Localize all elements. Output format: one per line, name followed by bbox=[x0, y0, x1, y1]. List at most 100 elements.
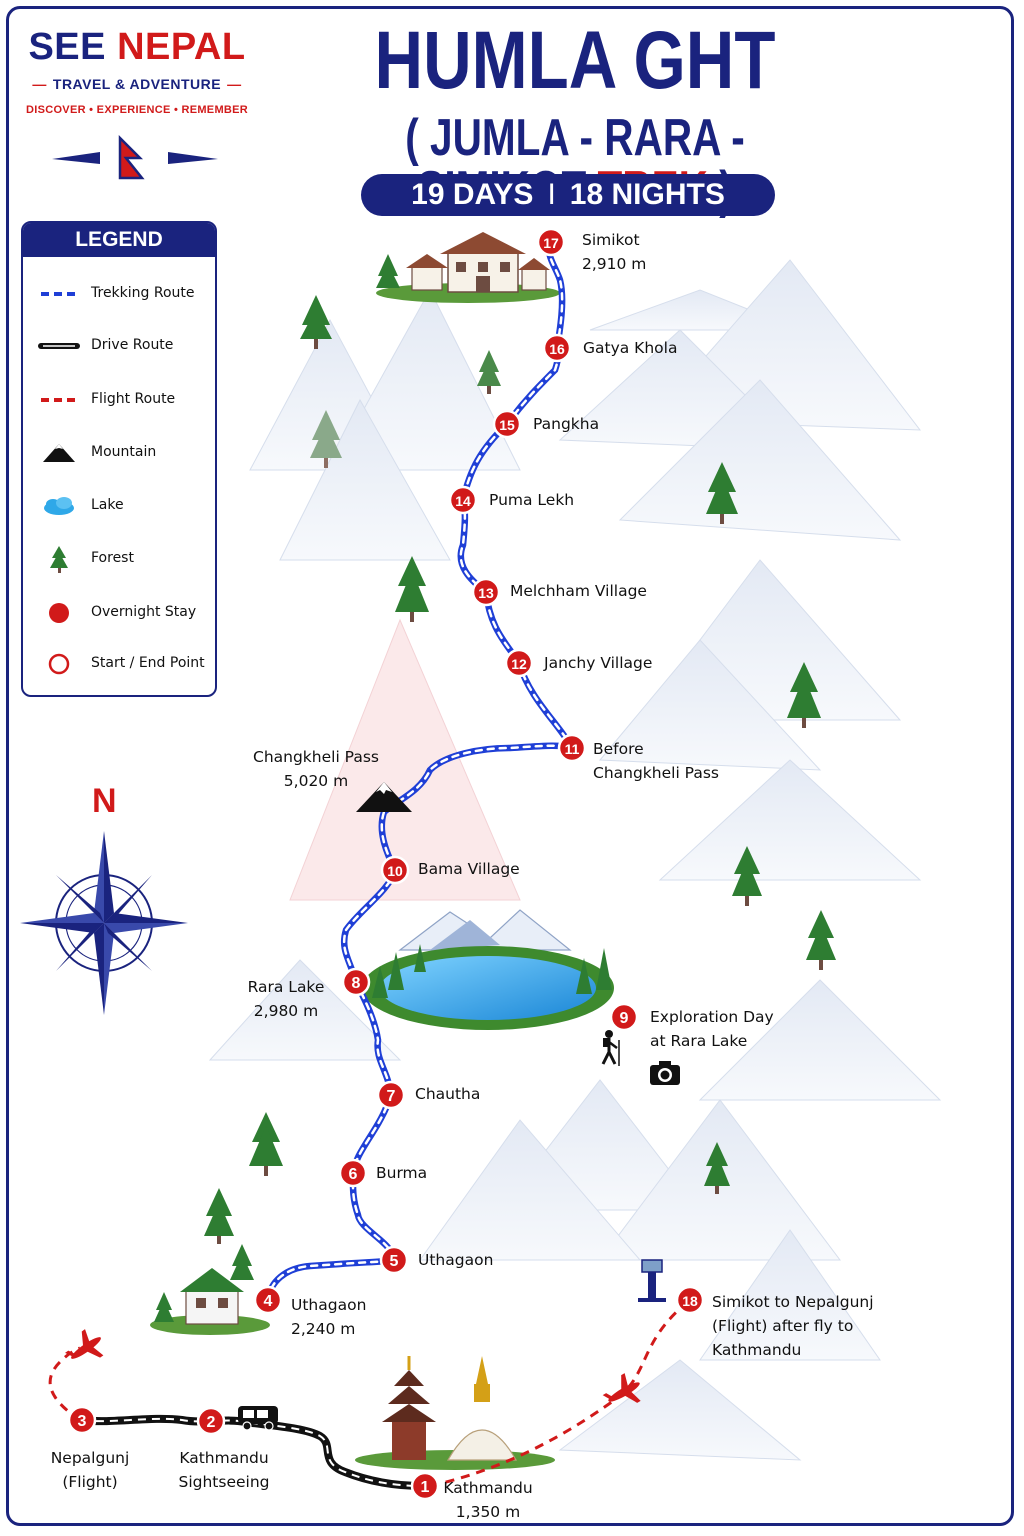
mountain-icon bbox=[43, 444, 75, 462]
lake-icon bbox=[44, 497, 74, 515]
stop-18-line3: Kathmandu bbox=[712, 1341, 802, 1360]
page-title: HUMLA GHT bbox=[374, 15, 776, 106]
duration-days: 19 DAYS bbox=[411, 178, 534, 211]
stop-marker-12[interactable]: 12 bbox=[504, 648, 534, 678]
stop-marker-3[interactable]: 3 bbox=[67, 1405, 97, 1435]
legend-item-mountain: Mountain bbox=[23, 438, 215, 468]
legend-label-forest: Forest bbox=[91, 550, 134, 566]
svg-text:11: 11 bbox=[565, 741, 580, 757]
stop-marker-13[interactable]: 13 bbox=[471, 577, 501, 607]
duration-separator: I bbox=[547, 178, 556, 211]
stop-17-altitude: 2,910 m bbox=[582, 255, 647, 274]
svg-text:1: 1 bbox=[421, 1479, 430, 1496]
stop-label-9: Exploration Day at Rara Lake bbox=[650, 1005, 774, 1053]
stop-marker-6[interactable]: 6 bbox=[338, 1158, 368, 1188]
stop-marker-15[interactable]: 15 bbox=[492, 409, 522, 439]
pass-name: Changkheli Pass bbox=[253, 748, 379, 766]
compass-rose-icon bbox=[20, 831, 188, 1015]
start-end-point-icon bbox=[48, 653, 70, 675]
pass-altitude: 5,020 m bbox=[283, 772, 349, 791]
stop-marker-4[interactable]: 4 bbox=[253, 1285, 283, 1315]
svg-text:15: 15 bbox=[499, 417, 515, 433]
stop-marker-9[interactable]: 9 bbox=[609, 1002, 639, 1032]
duration-nights: 18 NIGHTS bbox=[569, 178, 725, 211]
brand-tagline: DISCOVER • EXPERIENCE • REMEMBER bbox=[25, 104, 249, 116]
svg-text:6: 6 bbox=[349, 1166, 358, 1183]
plane-icon-2 bbox=[602, 1373, 641, 1403]
stop-marker-7[interactable]: 7 bbox=[376, 1080, 406, 1110]
svg-text:10: 10 bbox=[387, 863, 403, 879]
stop-1-altitude: 1,350 m bbox=[455, 1503, 521, 1522]
legend-item-overnight-stay: Overnight Stay bbox=[23, 598, 215, 628]
map-frame bbox=[6, 6, 1014, 1526]
stop-marker-5[interactable]: 5 bbox=[379, 1245, 409, 1275]
stop-label-5: Uthagaon bbox=[418, 1251, 494, 1269]
stop-marker-8[interactable]: 8 bbox=[341, 967, 371, 997]
pass-label: Changkheli Pass 5,020 m bbox=[250, 745, 382, 793]
svg-text:3: 3 bbox=[78, 1413, 87, 1430]
stop-markers: 1 2 3 4 5 6 7 8 9 10 11 12 13 14 15 16 1… bbox=[67, 227, 705, 1501]
stop-marker-10[interactable]: 10 bbox=[380, 855, 410, 885]
forest-icon bbox=[50, 546, 68, 573]
stop-label-13: Melchham Village bbox=[510, 582, 647, 600]
trekking-route-line-icon bbox=[41, 292, 77, 296]
stop-18-name: Simikot to Nepalgunj bbox=[712, 1293, 874, 1311]
brand-name-part2: NEPAL bbox=[117, 26, 246, 68]
stop-label-16: Gatya Khola bbox=[583, 339, 678, 357]
stop-9-line2: at Rara Lake bbox=[650, 1032, 748, 1051]
brand-name-part1: SEE bbox=[28, 26, 106, 68]
stop-4-name: Uthagaon bbox=[291, 1296, 367, 1314]
brand-subtitle-text: TRAVEL & ADVENTURE bbox=[52, 76, 222, 92]
legend-label-flight-route: Flight Route bbox=[91, 391, 176, 407]
stop-label-14: Puma Lekh bbox=[489, 491, 575, 509]
stop-1-name: Kathmandu bbox=[443, 1479, 533, 1497]
legend-item-start-end-point: Start / End Point bbox=[23, 649, 215, 679]
svg-text:2: 2 bbox=[207, 1414, 216, 1431]
stop-label-6: Burma bbox=[376, 1164, 428, 1182]
stop-marker-14[interactable]: 14 bbox=[448, 485, 478, 515]
stop-marker-18[interactable]: 18 bbox=[675, 1285, 705, 1315]
stop-label-7: Chautha bbox=[415, 1085, 481, 1103]
hiker-icon bbox=[601, 1030, 620, 1066]
flight-route-path-2 bbox=[429, 1298, 691, 1488]
legend-label-overnight-stay: Overnight Stay bbox=[91, 604, 197, 620]
legend-title: LEGEND bbox=[23, 223, 215, 257]
stop-3-name: Nepalgunj bbox=[50, 1449, 130, 1467]
legend-label-trekking-route: Trekking Route bbox=[91, 285, 195, 301]
legend-label-lake: Lake bbox=[91, 497, 124, 513]
overnight-stay-icon bbox=[49, 603, 69, 623]
legend-label-start-end-point: Start / End Point bbox=[91, 655, 205, 671]
stop-marker-17[interactable]: 17 bbox=[536, 227, 566, 257]
legend-label-mountain: Mountain bbox=[91, 444, 157, 460]
stop-marker-2[interactable]: 2 bbox=[196, 1406, 226, 1436]
stop-marker-1[interactable]: 1 bbox=[410, 1471, 440, 1501]
stop-label-12: Janchy Village bbox=[544, 654, 653, 672]
stop-9-name: Exploration Day bbox=[650, 1008, 774, 1026]
legend-item-lake: Lake bbox=[23, 491, 215, 521]
stop-marker-16[interactable]: 16 bbox=[542, 333, 572, 363]
compass-north-label: N bbox=[92, 782, 117, 820]
brand-name: SEE NEPAL bbox=[22, 28, 252, 66]
stop-11-name: Before bbox=[593, 740, 644, 758]
forest-trees bbox=[204, 295, 836, 1244]
uthagaon-village-illustration bbox=[150, 1244, 270, 1335]
stop-3-line2: (Flight) bbox=[62, 1473, 118, 1492]
svg-text:8: 8 bbox=[352, 975, 361, 992]
svg-text:9: 9 bbox=[620, 1010, 629, 1027]
simikot-village-illustration bbox=[376, 232, 560, 303]
duration-badge: 19 DAYS I 18 NIGHTS bbox=[361, 174, 775, 216]
stop-marker-11[interactable]: 11 bbox=[557, 733, 587, 763]
kathmandu-temples-illustration bbox=[355, 1356, 555, 1470]
stop-8-name: Rara Lake bbox=[247, 978, 325, 996]
changkheli-pass-mountain-icon bbox=[356, 782, 412, 812]
svg-text:7: 7 bbox=[387, 1088, 396, 1105]
svg-text:14: 14 bbox=[455, 493, 471, 509]
rara-lake-illustration bbox=[362, 909, 614, 1030]
stop-label-18: Simikot to Nepalgunj(Flight) after fly t… bbox=[712, 1290, 874, 1362]
drive-route-line-icon bbox=[38, 343, 80, 349]
airport-tower-icon bbox=[638, 1259, 666, 1302]
